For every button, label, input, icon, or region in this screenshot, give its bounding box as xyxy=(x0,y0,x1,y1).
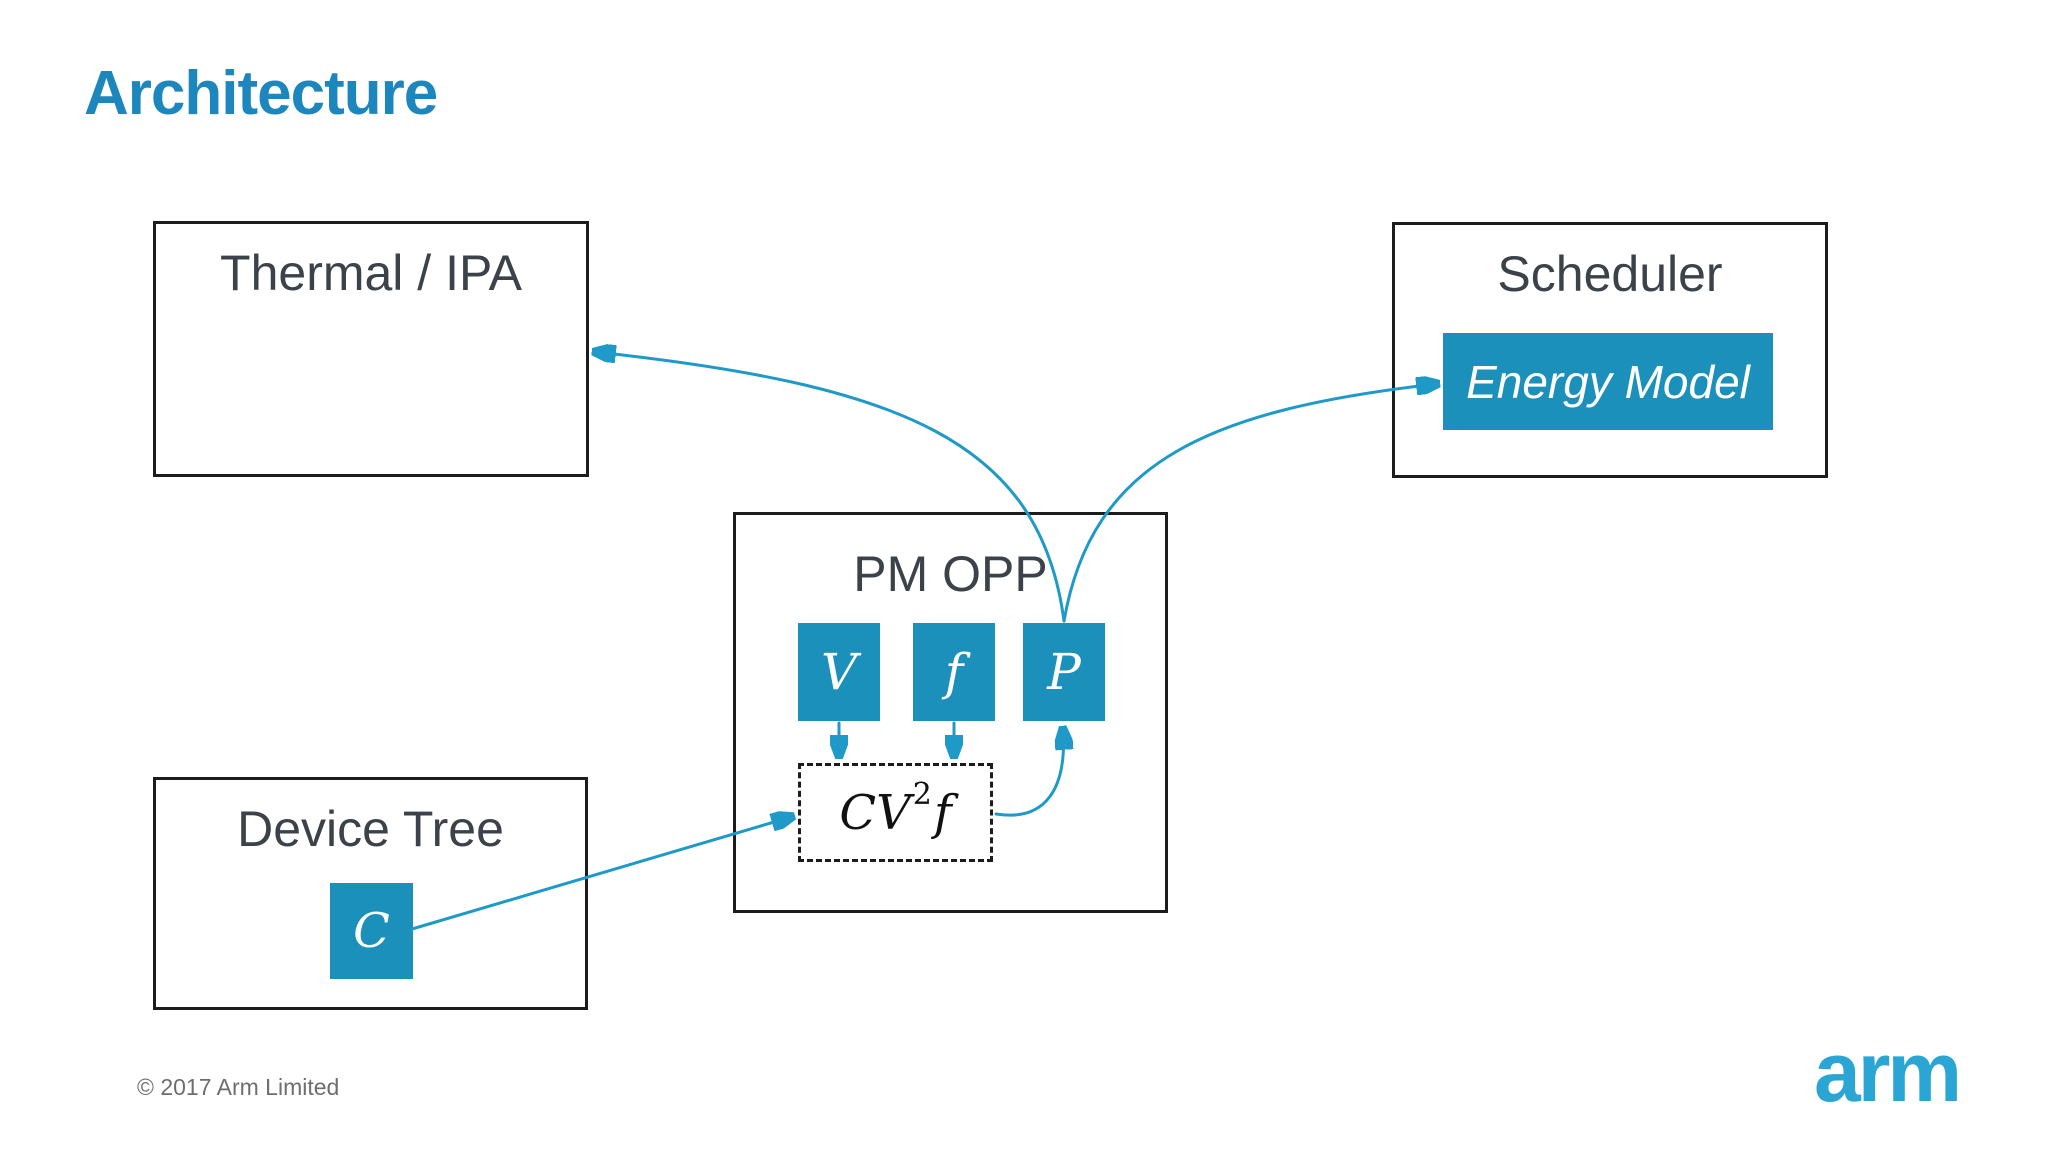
voltage-label: V xyxy=(820,643,858,701)
device-tree-label: Device Tree xyxy=(237,801,504,857)
arm-logo: arm xyxy=(1814,1025,1962,1119)
capacitance-label: C xyxy=(353,903,390,959)
energy-model-box: Energy Model xyxy=(1443,333,1773,430)
energy-model-label: Energy Model xyxy=(1466,355,1750,408)
copyright-text: © 2017 Arm Limited xyxy=(137,1074,340,1100)
scheduler-label: Scheduler xyxy=(1497,246,1723,302)
formula-base: CV xyxy=(839,784,911,841)
pm-opp-label: PM OPP xyxy=(853,546,1048,602)
voltage-box: V xyxy=(798,623,880,721)
power-box: P xyxy=(1023,623,1105,721)
formula-exponent: 2 xyxy=(912,777,932,812)
frequency-label: f xyxy=(944,643,964,701)
power-label: P xyxy=(1047,643,1081,701)
slide-title: Architecture xyxy=(84,59,438,128)
frequency-box: f xyxy=(913,623,995,721)
formula-suffix: f xyxy=(933,784,952,841)
thermal-ipa-box: Thermal / IPA xyxy=(153,221,589,477)
thermal-ipa-label: Thermal / IPA xyxy=(220,245,522,301)
capacitance-box: C xyxy=(330,883,413,979)
